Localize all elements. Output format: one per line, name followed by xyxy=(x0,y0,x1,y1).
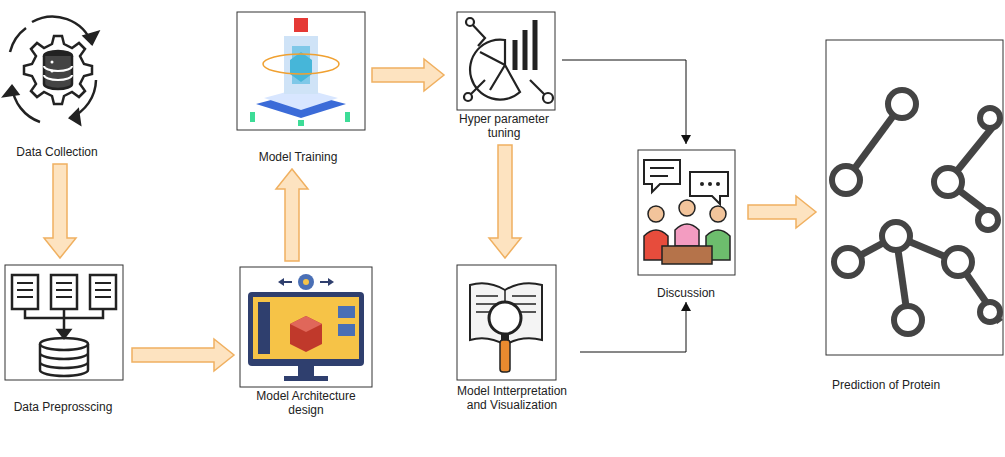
flow-arrow xyxy=(489,145,521,258)
step-label: Discussion xyxy=(632,286,740,300)
step-label: Model Intterpretation and Visualization xyxy=(448,384,576,412)
model-architecture-icon xyxy=(240,267,372,387)
tuning-node: Hyper parameter tuning xyxy=(450,8,560,140)
data-collection-icon xyxy=(4,17,98,124)
interpretation-icon xyxy=(457,265,556,380)
flow-arrow xyxy=(372,59,444,91)
interpretation-node: Model Intterpretation and Visualization xyxy=(448,262,578,412)
training-node: Model Training xyxy=(232,10,366,164)
data-preprocessing-icon xyxy=(5,265,123,380)
discussion-icon xyxy=(638,150,735,275)
step-label: Hyper parameter tuning xyxy=(450,112,558,140)
discussion-node: Discussion xyxy=(632,146,742,300)
flow-arrow xyxy=(132,339,234,371)
elbow-connector xyxy=(562,60,691,144)
step-label: Data Preprosscing xyxy=(2,400,124,414)
protein-network-icon xyxy=(826,40,1003,355)
step-label: Model Training xyxy=(232,150,364,164)
step-label: Model Architecture design xyxy=(240,389,372,417)
step-label: Prediction of Protein xyxy=(832,378,1003,392)
flow-arrow xyxy=(44,164,76,258)
preprocessing-node: Data Preprosscing xyxy=(2,262,126,414)
architecture-node: Model Architecture design xyxy=(240,265,374,417)
step-label: Data Collection xyxy=(5,145,109,159)
flow-arrow xyxy=(748,196,816,228)
data-collection-node: Data Collection xyxy=(5,5,111,159)
hyperparameter-icon xyxy=(457,12,555,110)
elbow-connector xyxy=(580,302,691,352)
flow-arrow xyxy=(276,169,308,261)
model-training-icon xyxy=(237,12,365,130)
prediction-node: Prediction of Protein xyxy=(822,38,1005,392)
